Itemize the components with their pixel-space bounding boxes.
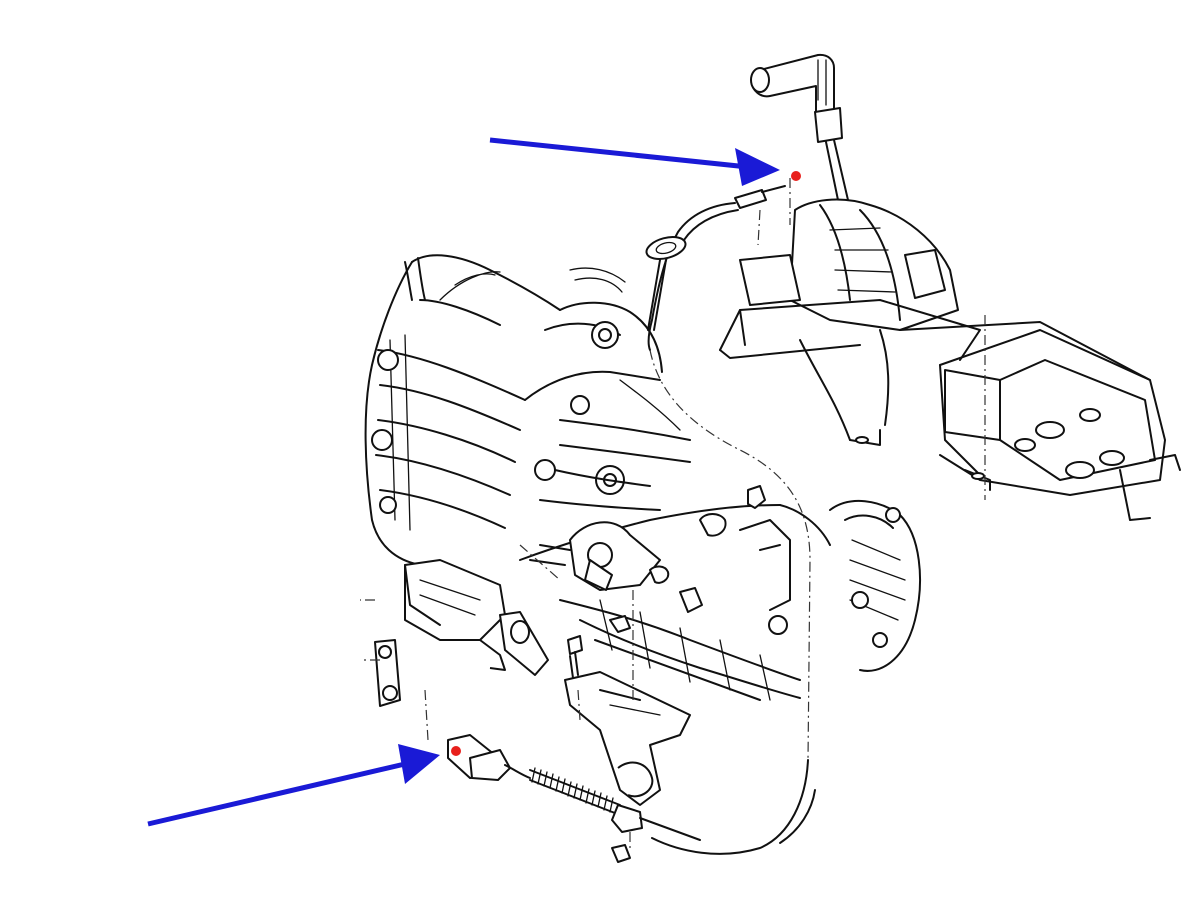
lower-cable-assembly bbox=[424, 689, 701, 863]
red-dot-marker bbox=[451, 746, 461, 756]
upper-cable-end bbox=[645, 178, 791, 351]
shift-lever-assembly bbox=[719, 53, 1181, 521]
cable-spring bbox=[529, 767, 621, 816]
transmission-housing bbox=[364, 254, 921, 701]
shift-linkage-parts bbox=[360, 521, 703, 806]
blue-arrow bbox=[489, 137, 780, 186]
blue-arrow bbox=[147, 744, 440, 827]
red-dot-marker bbox=[791, 171, 801, 181]
shift-cable bbox=[649, 349, 816, 855]
